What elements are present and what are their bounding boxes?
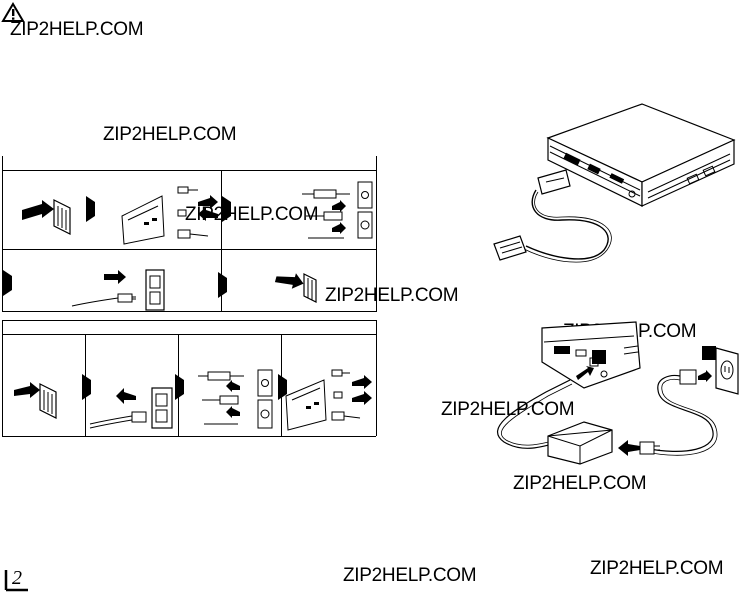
computer-ports-illustration xyxy=(121,186,218,245)
computer-ports-illustration xyxy=(285,369,372,431)
step-arrow-icon xyxy=(278,374,287,400)
unplug-from-outlet-illustration xyxy=(22,199,71,235)
watermark-text: ZIP2HELP.COM xyxy=(513,473,647,494)
page-corner-icon xyxy=(4,570,28,592)
watermark-text: ZIP2HELP.COM xyxy=(185,204,319,225)
warning-icon xyxy=(1,2,25,22)
watermark-text: ZIP2HELP.COM xyxy=(343,565,477,586)
laptop-cable-illustration xyxy=(493,103,736,263)
step-marker-2 xyxy=(702,346,716,360)
step-arrow-icon xyxy=(218,272,227,298)
unplug-from-outlet-illustration xyxy=(274,273,317,303)
step-arrow-icon xyxy=(82,374,91,400)
phone-cable-illustration xyxy=(302,181,373,239)
step-marker-1 xyxy=(592,350,606,364)
unplug-from-outlet-illustration xyxy=(14,382,57,419)
plug-outlet-illustration xyxy=(89,387,173,429)
step-arrow-icon xyxy=(86,196,95,222)
step-arrow-icon xyxy=(222,196,231,222)
watermark-text: ZIP2HELP.COM xyxy=(441,399,575,420)
watermark-text: ZIP2HELP.COM xyxy=(590,558,724,579)
watermark-text: ZIP2HELP.COM xyxy=(325,285,459,306)
page-number: 2 xyxy=(12,567,22,589)
step-arrow-icon xyxy=(175,374,184,400)
watermark-text: ZIP2HELP.COM xyxy=(10,19,144,40)
ac-adapter-illustration xyxy=(497,321,739,465)
step-arrow-icon xyxy=(3,270,12,296)
watermark-text: ZIP2HELP.COM xyxy=(103,124,237,145)
phone-cable-illustration xyxy=(198,369,273,429)
plug-into-outlet-illustration xyxy=(71,269,165,311)
